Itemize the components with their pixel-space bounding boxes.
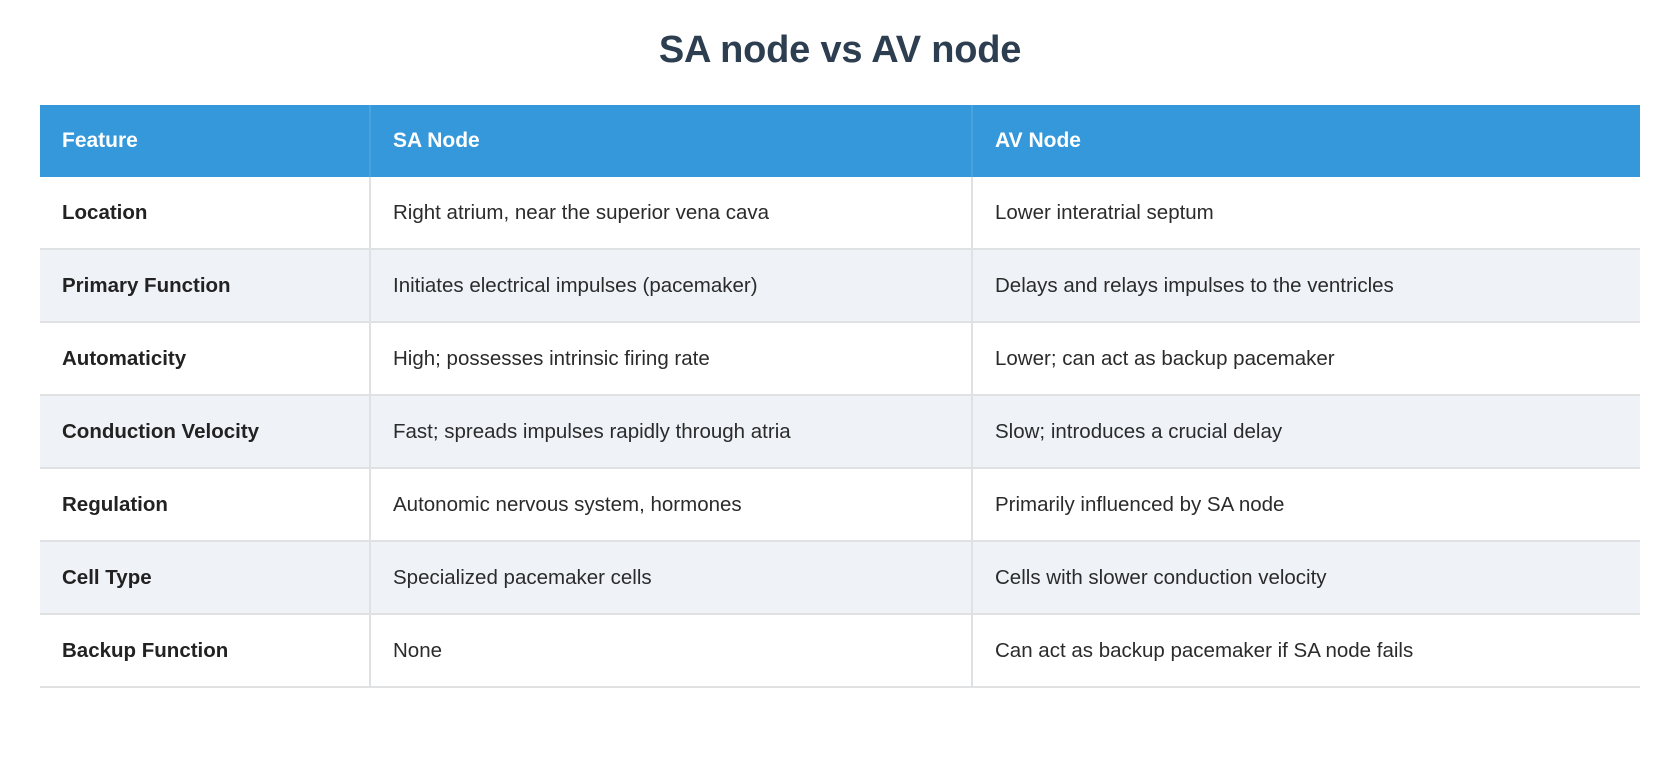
cell-av-node: Can act as backup pacemaker if SA node f… (973, 615, 1640, 688)
cell-sa-node: Fast; spreads impulses rapidly through a… (371, 396, 973, 469)
cell-feature: Conduction Velocity (40, 396, 371, 469)
table-header-row: Feature SA Node AV Node (40, 105, 1640, 177)
cell-av-node: Delays and relays impulses to the ventri… (973, 250, 1640, 323)
table-row: Backup Function None Can act as backup p… (40, 615, 1640, 688)
table-row: Cell Type Specialized pacemaker cells Ce… (40, 542, 1640, 615)
cell-feature: Backup Function (40, 615, 371, 688)
cell-feature: Automaticity (40, 323, 371, 396)
table-row: Location Right atrium, near the superior… (40, 177, 1640, 250)
column-header-av-node: AV Node (973, 105, 1640, 177)
column-header-sa-node: SA Node (371, 105, 973, 177)
cell-feature: Location (40, 177, 371, 250)
cell-sa-node: High; possesses intrinsic firing rate (371, 323, 973, 396)
page-title: SA node vs AV node (658, 29, 1022, 71)
table-row: Regulation Autonomic nervous system, hor… (40, 469, 1640, 542)
comparison-table-container: Feature SA Node AV Node Location Right a… (40, 105, 1640, 688)
cell-sa-node: Right atrium, near the superior vena cav… (371, 177, 973, 250)
cell-sa-node: Autonomic nervous system, hormones (371, 469, 973, 542)
cell-sa-node: Initiates electrical impulses (pacemaker… (371, 250, 973, 323)
table-row: Conduction Velocity Fast; spreads impuls… (40, 396, 1640, 469)
table-header: Feature SA Node AV Node (40, 105, 1640, 177)
cell-feature: Primary Function (40, 250, 371, 323)
comparison-table: Feature SA Node AV Node Location Right a… (40, 105, 1640, 688)
cell-feature: Regulation (40, 469, 371, 542)
table-row: Primary Function Initiates electrical im… (40, 250, 1640, 323)
cell-av-node: Primarily influenced by SA node (973, 469, 1640, 542)
cell-feature: Cell Type (40, 542, 371, 615)
cell-av-node: Slow; introduces a crucial delay (973, 396, 1640, 469)
cell-av-node: Lower interatrial septum (973, 177, 1640, 250)
cell-sa-node: Specialized pacemaker cells (371, 542, 973, 615)
table-body: Location Right atrium, near the superior… (40, 177, 1640, 688)
column-header-feature: Feature (40, 105, 371, 177)
cell-av-node: Lower; can act as backup pacemaker (973, 323, 1640, 396)
table-row: Automaticity High; possesses intrinsic f… (40, 323, 1640, 396)
cell-sa-node: None (371, 615, 973, 688)
cell-av-node: Cells with slower conduction velocity (973, 542, 1640, 615)
